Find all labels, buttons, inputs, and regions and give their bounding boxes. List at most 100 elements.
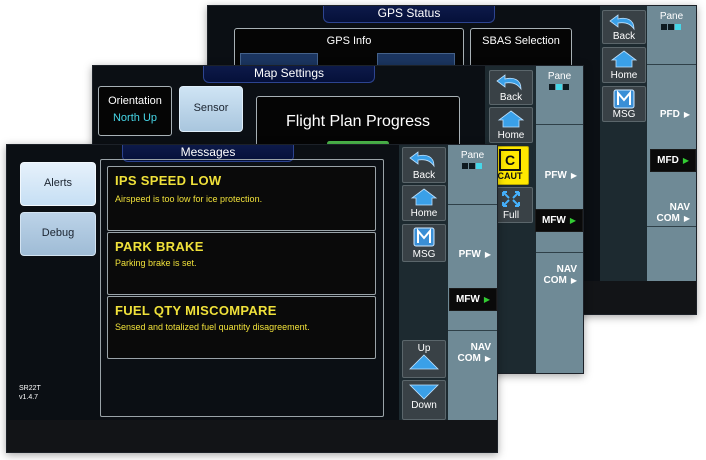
sbas-selection-label: SBAS Selection	[482, 35, 560, 47]
messages-pane-mfw[interactable]: MFW▶	[448, 288, 497, 311]
pane-item-label: MFW	[541, 215, 566, 226]
msg-m-icon	[413, 227, 435, 247]
down-arrow-icon	[409, 384, 439, 400]
message-item[interactable]: PARK BRAKE Parking brake is set.	[107, 232, 376, 295]
gps-status-title: GPS Status	[323, 6, 495, 23]
gps-key-column: Back Home MSG	[600, 6, 647, 314]
map-pane-divider	[536, 252, 583, 253]
pane-item-label: PFW	[544, 170, 567, 181]
messages-pane-divider	[448, 330, 497, 331]
pane-item-label: MFW	[455, 294, 480, 305]
gps-msg-label: MSG	[612, 109, 636, 120]
pane-item-label: PFW	[458, 249, 481, 260]
messages-bezel-bottom	[7, 420, 497, 452]
map-back-button[interactable]: Back	[489, 70, 533, 105]
map-pane-mfw[interactable]: MFW▶	[534, 209, 583, 232]
pane-arrow-icon: ▶	[570, 171, 577, 180]
pane-item-label: NAV COM	[457, 342, 492, 364]
messages-msg-button[interactable]: MSG	[402, 224, 446, 262]
pane-item-label: NAV COM	[543, 264, 578, 286]
messages-home-button[interactable]: Home	[402, 185, 446, 221]
pane-square-icon	[469, 163, 475, 169]
gps-msg-button[interactable]: MSG	[602, 86, 646, 122]
scroll-down-button[interactable]: Down	[402, 380, 446, 420]
map-pane-divider	[536, 124, 583, 125]
messages-msg-label: MSG	[412, 249, 436, 260]
home-icon	[610, 50, 638, 68]
gps-back-button[interactable]: Back	[602, 10, 646, 44]
alerts-tab[interactable]: Alerts	[20, 162, 96, 206]
gps-home-label: Home	[610, 70, 638, 81]
messages-key-column: Back Home MSG Up Down	[399, 145, 448, 420]
home-icon	[497, 110, 525, 128]
sensor-label: Sensor	[193, 102, 229, 114]
map-pane-navcom[interactable]: NAV COM▶	[544, 264, 578, 286]
messages-pane-navcom[interactable]: NAV COM▶	[458, 342, 492, 364]
gps-pane-pfd[interactable]: PFD▶	[660, 109, 690, 120]
message-item[interactable]: FUEL QTY MISCOMPARE Sensed and totalized…	[107, 296, 376, 359]
pane-item-label: PFD	[659, 109, 680, 120]
pane-square-icon	[462, 163, 468, 169]
progress-bar	[327, 141, 389, 146]
debug-tab-label: Debug	[41, 227, 75, 239]
gps-home-button[interactable]: Home	[602, 47, 646, 83]
back-arrow-icon	[609, 14, 635, 31]
message-item[interactable]: IPS SPEED LOW Airspeed is too low for ic…	[107, 166, 376, 231]
message-text: Parking brake is set.	[115, 258, 197, 268]
orientation-value: North Up	[112, 112, 158, 124]
flight-plan-progress-title: Flight Plan Progress	[285, 113, 431, 130]
pane-arrow-icon: ▶	[569, 216, 576, 225]
pane-item-label: NAV COM	[656, 202, 691, 224]
messages-home-label: Home	[410, 208, 438, 219]
map-pane-pfw[interactable]: PFW▶	[545, 170, 577, 181]
pane-square-icon	[549, 84, 555, 90]
pane-arrow-icon: ▶	[483, 295, 490, 304]
gps-pane-column: Pane PFD▶ MFD▶ NAV COM▶	[647, 6, 696, 281]
gps-pane-label: Pane	[647, 11, 696, 33]
message-list-frame	[100, 159, 384, 417]
map-back-label: Back	[499, 92, 523, 103]
gps-back-label: Back	[612, 31, 636, 42]
caution-c-icon: C	[499, 149, 521, 171]
message-text: Airspeed is too low for ice protection.	[115, 194, 263, 204]
messages-pane-pfw[interactable]: PFW▶	[459, 249, 491, 260]
gps-pane-divider	[647, 64, 696, 65]
pane-square-icon	[556, 84, 562, 90]
aircraft-model: SR22T	[19, 385, 41, 392]
pane-arrow-icon: ▶	[484, 354, 491, 363]
orientation-button[interactable]: Orientation North Up	[98, 86, 172, 136]
messages-back-button[interactable]: Back	[402, 147, 446, 183]
pane-square-icon	[668, 24, 674, 30]
gps-pane-mfd[interactable]: MFD▶	[650, 149, 696, 172]
map-pane-column: Pane PFW▶ MFW▶ NAV COM▶	[534, 66, 583, 373]
pane-square-icon	[661, 24, 667, 30]
pane-item-label: MFD	[657, 155, 679, 166]
pane-square-icon	[563, 84, 569, 90]
message-title: IPS SPEED LOW	[115, 173, 222, 188]
scroll-down-label: Down	[411, 400, 437, 411]
messages-pane-label: Pane	[448, 150, 497, 172]
messages-title: Messages	[122, 145, 294, 162]
gps-info-label: GPS Info	[326, 35, 372, 47]
expand-icon	[502, 191, 520, 207]
messages-pane-text: Pane	[460, 150, 485, 161]
gps-pane-navcom[interactable]: NAV COM▶	[657, 202, 691, 224]
messages-pane-column: Pane PFW▶ MFW▶ NAV COM▶	[448, 145, 497, 420]
back-arrow-icon	[496, 74, 522, 91]
software-version: v1.4.7	[19, 394, 39, 401]
sensor-button[interactable]: Sensor	[179, 86, 243, 132]
scroll-up-label: Up	[417, 343, 431, 354]
caution-label: CAUT	[497, 171, 523, 181]
gps-pane-divider	[647, 226, 696, 227]
map-home-button[interactable]: Home	[489, 107, 533, 143]
map-pane-text: Pane	[547, 71, 572, 82]
scroll-up-button[interactable]: Up	[402, 340, 446, 378]
map-pane-label: Pane	[536, 71, 583, 93]
debug-tab[interactable]: Debug	[20, 212, 96, 256]
pane-square-icon	[476, 163, 482, 169]
msg-m-icon	[613, 89, 635, 109]
message-title: FUEL QTY MISCOMPARE	[115, 303, 277, 318]
map-home-label: Home	[497, 130, 525, 141]
messages-screen: Messages Alerts Debug IPS SPEED LOW Airs…	[6, 144, 498, 453]
full-label: Full	[502, 210, 520, 221]
